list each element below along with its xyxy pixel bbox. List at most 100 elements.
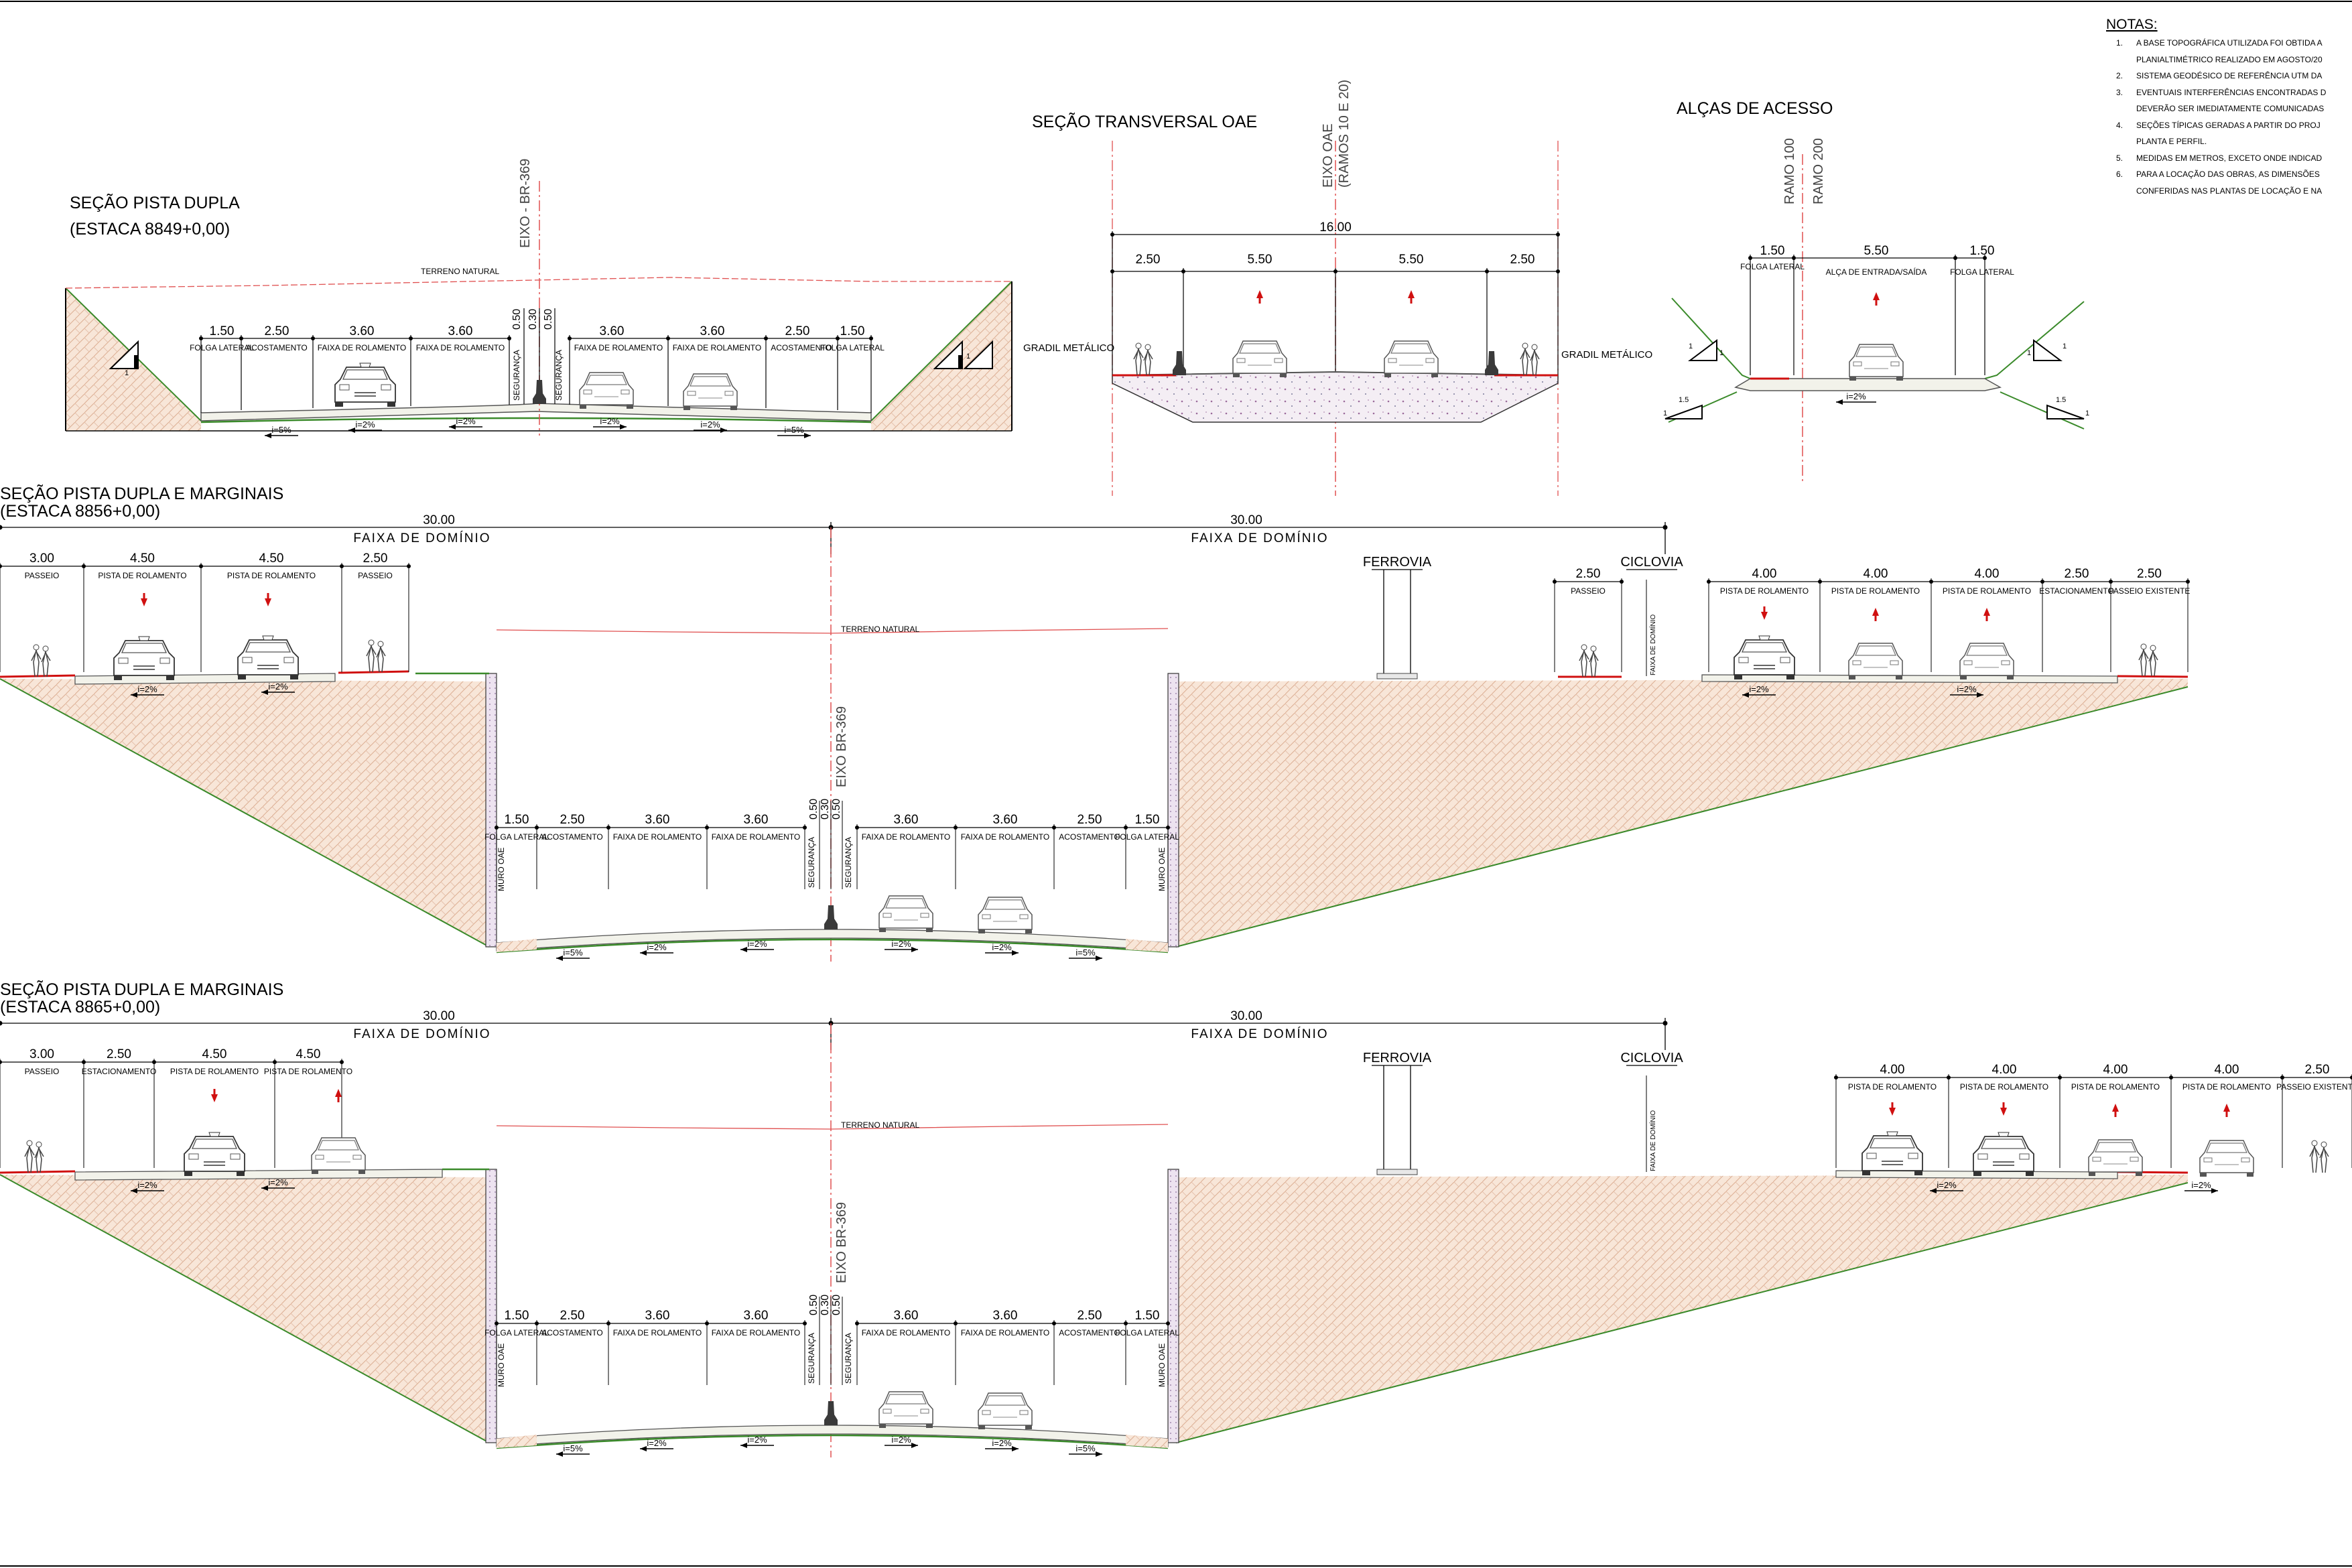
section2-title: SEÇÃO PISTA DUPLA E MARGINAIS [0, 484, 283, 503]
section3-car-ul1 [184, 1132, 245, 1177]
section3-slope-low-6: i=5% [1069, 1443, 1102, 1457]
svg-text:i=2%: i=2% [1957, 684, 1977, 694]
section3-tr-lab-3: PISTA DE ROLAMENTO [2071, 1082, 2160, 1092]
section3-arrow-ur2 [2000, 1102, 2007, 1116]
s1-lab-6: FAIXA DE ROLAMENTO [673, 343, 761, 352]
section2-low-dim-8: 1.50 [1135, 813, 1160, 827]
oae-arrow-1 [1256, 290, 1263, 304]
svg-text:i=2%: i=2% [2191, 1180, 2211, 1190]
section2-low-lab-1: FOLGA LATERAL [484, 832, 549, 842]
s1-slope-4: i=2% [593, 416, 627, 430]
section2-tl-lab-4: PASSEIO [358, 571, 393, 580]
section3-low-dim-4: 3.60 [744, 1309, 769, 1323]
svg-text:i=2%: i=2% [1749, 684, 1769, 694]
section3-muro-right: MURO OAE [1157, 1344, 1167, 1387]
section3-tr-lab-2: PISTA DE ROLAMENTO [1960, 1082, 2048, 1092]
section2-ciclovia: CICLOVIA [1620, 555, 1683, 570]
s1-dim-4: 3.60 [448, 324, 473, 338]
oae-car-2 [1384, 340, 1439, 378]
section3-arrow-ul1 [211, 1089, 218, 1102]
section3-ciclovia: CICLOVIA [1620, 1051, 1683, 1065]
section-marginais-8856: SEÇÃO PISTA DUPLA E MARGINAIS(ESTACA 885… [0, 484, 2190, 962]
section2-low-lab-8: FOLGA LATERAL [1115, 832, 1179, 842]
section3-car-low2 [978, 1392, 1033, 1430]
svg-text:i=5%: i=5% [1075, 1443, 1096, 1453]
section3-domain-left: FAIXA DE DOMÍNIO [353, 1027, 491, 1041]
section3-slope-ul2: i=2% [261, 1177, 295, 1191]
svg-text:1: 1 [1663, 409, 1667, 417]
section3-car-ur4 [2199, 1140, 2254, 1177]
note-number: 6. [2116, 170, 2123, 179]
s1-dim-2: 2.50 [265, 324, 289, 338]
svg-text:i=2%: i=2% [268, 1177, 288, 1187]
section3-low-dim-1: 1.50 [505, 1309, 529, 1323]
s1-car-2 [579, 372, 634, 409]
section2-low-dim-5: 3.60 [894, 813, 919, 827]
section2-ped-1 [31, 644, 51, 677]
svg-text:1: 1 [2063, 342, 2067, 350]
svg-text:i=2%: i=2% [456, 416, 476, 426]
section3-tl-dim-4: 4.50 [296, 1047, 321, 1061]
section2-slope-ul2: i=2% [261, 681, 295, 695]
section2-ferrovia-track [1376, 673, 1418, 679]
section3-muro-left: MURO OAE [497, 1344, 506, 1387]
section3-seg-right: SEGURANÇA [844, 1333, 853, 1384]
note-text: PARA A LOCAÇÃO DAS OBRAS, AS DIMENSÕES [2136, 169, 2320, 179]
section2-slope-low-3: i=2% [740, 939, 774, 952]
svg-text:1.5: 1.5 [2056, 396, 2066, 404]
section2-low-lab-7: ACOSTAMENTO [1059, 832, 1120, 842]
svg-text:i=2%: i=2% [268, 681, 288, 692]
alcas-lab-3: FOLGA LATERAL [1950, 267, 2014, 277]
section2-car-ul2 [237, 635, 299, 680]
terrain-natural-line [65, 277, 1012, 289]
s1-median-dim-3: 0.50 [543, 309, 554, 330]
section3-low-lab-2: ACOSTAMENTO [541, 1328, 603, 1337]
alcas-pavement [1734, 378, 2002, 391]
section3-tl-dim-2: 2.50 [107, 1047, 131, 1061]
section2-slope-ur2: i=2% [1950, 684, 1983, 698]
section1-axis-label: EIXO - BR-369 [518, 159, 533, 248]
section3-arrow-ur4 [2223, 1104, 2230, 1117]
svg-text:i=2%: i=2% [747, 939, 767, 949]
s1-lab-8: FOLGA LATERAL [820, 343, 885, 352]
section2-low-lab-5: FAIXA DE ROLAMENTO [862, 832, 950, 842]
section3-tr-dim-5: 2.50 [2305, 1063, 2330, 1077]
section3-fill-right [1176, 1175, 2188, 1443]
alcas-dim-1: 1.50 [1760, 244, 1785, 258]
svg-text:i=5%: i=5% [1075, 948, 1096, 958]
alcas-dim-3: 1.50 [1970, 244, 1995, 258]
svg-text:1: 1 [1719, 349, 1723, 357]
alcas-title: ALÇAS DE ACESSO [1677, 99, 1833, 118]
section3-low-lab-6: FAIXA DE ROLAMENTO [961, 1328, 1049, 1337]
section2-low-lab-2: ACOSTAMENTO [541, 832, 603, 842]
svg-text:1: 1 [966, 352, 970, 361]
oae-dim-3: 5.50 [1399, 253, 1424, 267]
section2-car-ur1 [1734, 635, 1795, 680]
section1-title: SEÇÃO PISTA DUPLA [70, 193, 240, 212]
section2-median-dim-1: 0.50 [808, 799, 820, 820]
section3-width-right: 30.00 [1230, 1009, 1262, 1023]
oae-axis-label: EIXO OAE [1321, 123, 1335, 188]
s1-slope-3: i=2% [449, 416, 482, 430]
oae-axis-sub: (RAMOS 10 E 20) [1337, 80, 1352, 188]
section2-tr-dim-3: 4.00 [1864, 567, 1888, 581]
section2-car-ul1 [113, 636, 175, 681]
section3-slope-ul1: i=2% [131, 1180, 164, 1193]
section2-tl-lab-1: PASSEIO [25, 571, 60, 580]
s1-lab-1: FOLGA LATERAL [190, 343, 254, 352]
section3-arrow-ur1 [1889, 1102, 1896, 1116]
section-pista-dupla: SEÇÃO PISTA DUPLA (ESTACA 8849+0,00) TER… [65, 159, 1012, 438]
section3-slope-low-2: i=2% [640, 1438, 673, 1451]
note-text: EVENTUAIS INTERFERÊNCIAS ENCONTRADAS D [2136, 87, 2327, 97]
note-number: 1. [2116, 38, 2123, 48]
section3-slope-low-5: i=2% [985, 1438, 1019, 1451]
section2-axis-label: EIXO BR-369 [834, 706, 849, 787]
section2-car-low1 [878, 895, 933, 933]
section3-low-lab-7: ACOSTAMENTO [1059, 1328, 1120, 1337]
section3-terrain-line [496, 1124, 1169, 1130]
oae-barrier-left [1173, 351, 1186, 375]
svg-text:i=2%: i=2% [1937, 1180, 1957, 1190]
svg-text:i=2%: i=2% [700, 419, 720, 430]
